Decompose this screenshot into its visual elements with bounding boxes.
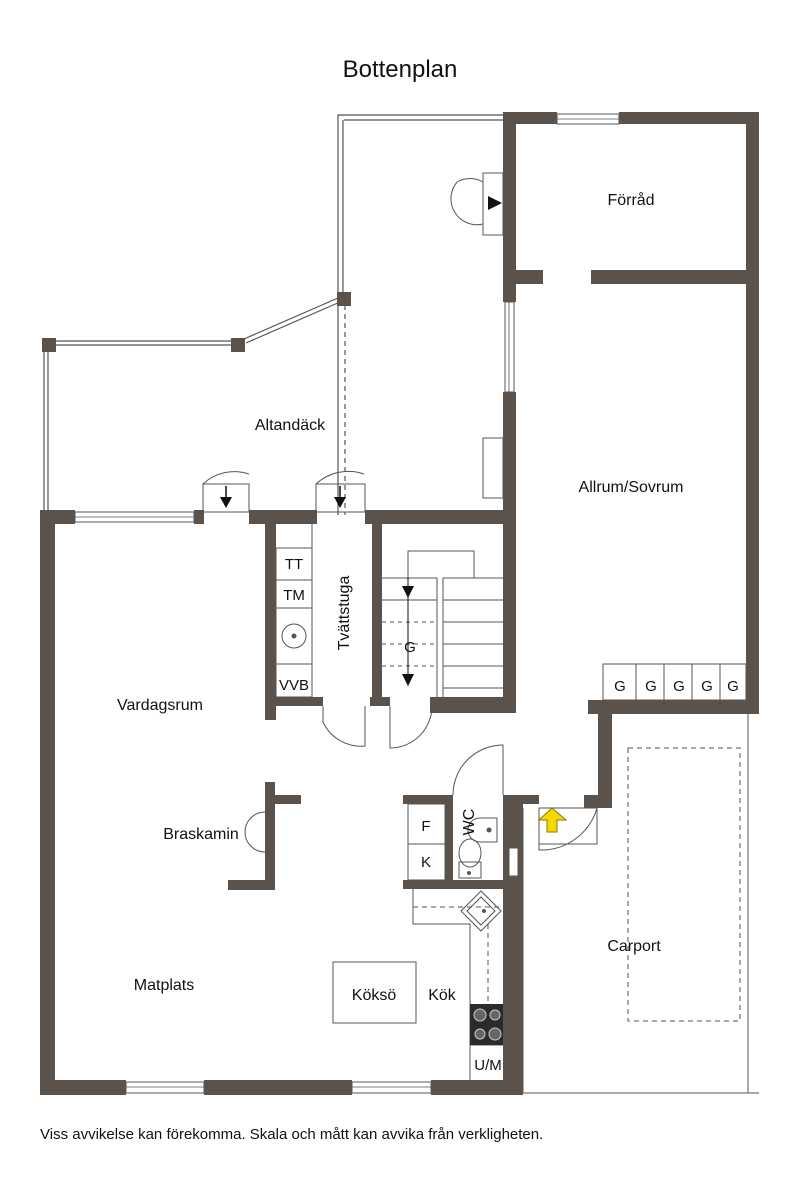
fixture-label-k: K: [421, 854, 431, 871]
room-label-forrad: Förråd: [607, 191, 654, 209]
stove-icon: [470, 1004, 503, 1045]
room-label-kok: Kök: [428, 987, 457, 1004]
room-label-allrum: Allrum/Sovrum: [579, 479, 684, 496]
stair-arrow-icon-2: [402, 674, 414, 686]
laundry-fixtures: [275, 524, 313, 698]
carport-outline: [522, 714, 759, 1094]
fixture-label-f: F: [421, 818, 430, 835]
terrace-outline: [43, 114, 503, 515]
terrace-arrow-icon-2: [334, 497, 346, 508]
room-label-braskamin: Braskamin: [163, 826, 239, 843]
window-lines: [75, 118, 619, 1088]
closet-label: G: [701, 678, 713, 695]
kitchen-fixtures: [332, 889, 503, 1080]
stair-arrows: [402, 586, 414, 686]
stair-label-g: G: [404, 639, 416, 656]
fixture-label-um: U/M: [474, 1057, 502, 1074]
plan-title: Bottenplan: [342, 56, 458, 83]
terrace-posts: [42, 292, 351, 352]
entrance-arrow-icon: [537, 807, 568, 833]
room-label-vardagsrum: Vardagsrum: [117, 697, 203, 714]
closet-label: G: [614, 678, 626, 695]
forrad-arrow-icon: [488, 196, 502, 210]
closet-label: G: [673, 678, 685, 695]
doors: [202, 172, 598, 851]
room-label-tvattstuga: Tvättstuga: [336, 576, 353, 651]
fixture-label-tt: TT: [285, 556, 303, 573]
closet-row: [602, 663, 747, 701]
closet-label: G: [645, 678, 657, 695]
closet-label: G: [727, 678, 739, 695]
fixture-label-vvb: VVB: [279, 677, 309, 694]
room-label-carport: Carport: [607, 938, 661, 955]
wc-fixtures: [407, 803, 498, 881]
stair-arrow-icon-1: [402, 586, 414, 598]
entry-arrows: [220, 196, 502, 508]
room-label-altandack: Altandäck: [255, 417, 326, 434]
disclaimer-text: Viss avvikelse kan förekomma. Skala och …: [40, 1126, 544, 1143]
fixture-label-tm: TM: [283, 587, 305, 604]
room-label-matplats: Matplats: [134, 977, 194, 994]
terrace-arrow-icon-1: [220, 497, 232, 508]
staircase: [382, 550, 503, 697]
room-label-kokso: Köksö: [352, 987, 397, 1004]
walls: [40, 112, 759, 1095]
room-label-wc: WC: [461, 809, 478, 836]
fireplace-icon: [244, 811, 266, 853]
